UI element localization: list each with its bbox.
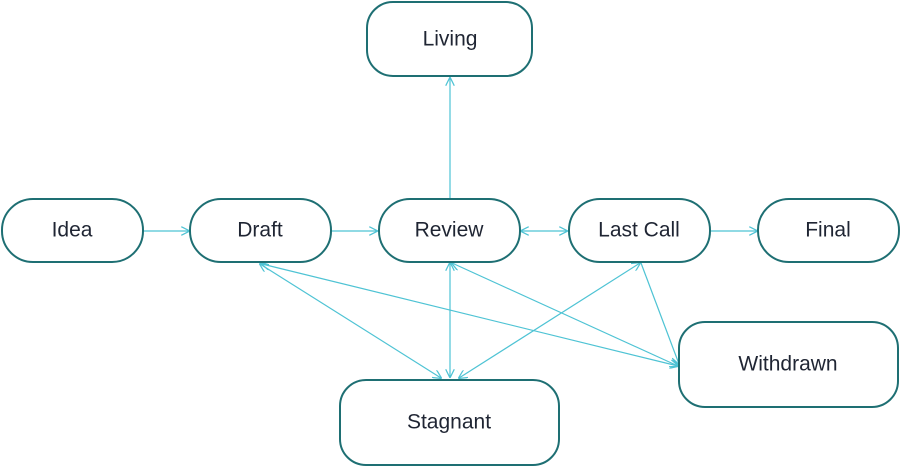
node-final-label: Final xyxy=(805,219,851,242)
node-final: Final xyxy=(757,198,900,263)
edge-review-withdrawn xyxy=(452,263,678,366)
edge-last-call-withdrawn xyxy=(640,262,679,364)
node-stagnant: Stagnant xyxy=(339,379,560,466)
node-last-call: Last Call xyxy=(568,198,711,263)
node-idea: Idea xyxy=(1,198,144,263)
node-last-call-label: Last Call xyxy=(598,219,680,242)
node-stagnant-label: Stagnant xyxy=(407,411,491,434)
node-draft: Draft xyxy=(189,198,332,263)
edge-draft-withdrawn xyxy=(262,264,678,366)
edge-last-call-stagnant xyxy=(459,263,640,378)
edge-draft-stagnant xyxy=(260,264,441,378)
node-living-label: Living xyxy=(423,28,478,51)
node-review: Review xyxy=(378,198,521,263)
node-withdrawn-label: Withdrawn xyxy=(738,353,837,376)
node-draft-label: Draft xyxy=(237,219,283,242)
node-living: Living xyxy=(366,1,533,77)
node-review-label: Review xyxy=(415,219,485,242)
edges-layer xyxy=(143,78,757,378)
node-withdrawn: Withdrawn xyxy=(678,321,899,408)
node-idea-label: Idea xyxy=(52,219,93,242)
